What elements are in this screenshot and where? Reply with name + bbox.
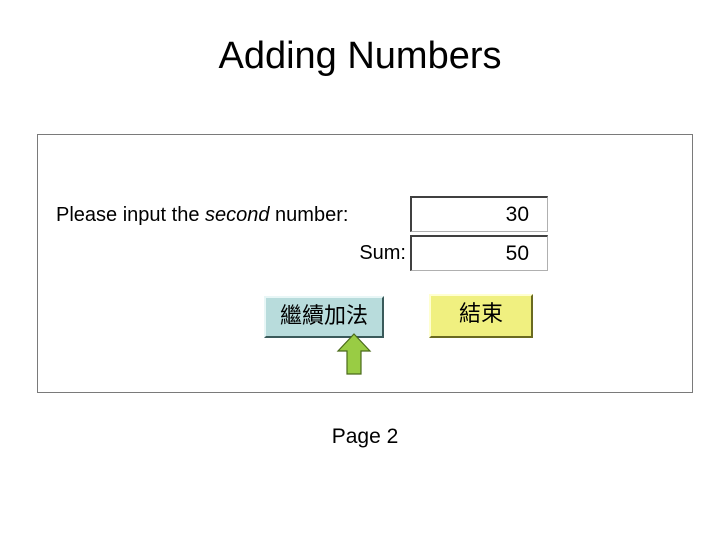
sum-label: Sum:: [359, 242, 406, 264]
prompt-text-end: number:: [269, 204, 349, 226]
page-number: Page 2: [331, 425, 399, 448]
prompt-text-start: Please input the: [56, 204, 205, 226]
second-number-input[interactable]: 30: [410, 196, 548, 232]
sum-output: 50: [410, 235, 548, 271]
up-arrow-icon: [336, 333, 372, 375]
page-title: Adding Numbers: [218, 35, 502, 77]
second-number-prompt: Please input the second number:: [56, 203, 348, 227]
continue-adding-button[interactable]: 繼續加法: [264, 296, 384, 338]
prompt-text-emphasis: second: [205, 204, 270, 226]
end-button[interactable]: 結束: [429, 294, 533, 338]
